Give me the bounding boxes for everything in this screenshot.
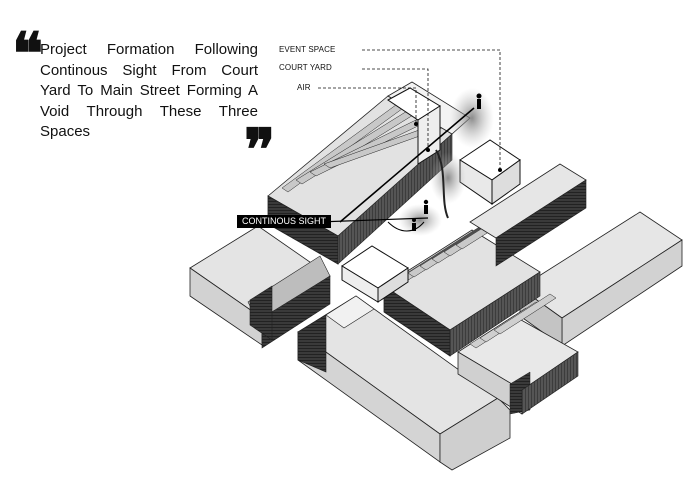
label-court-yard: COURT YARD: [279, 63, 332, 72]
row-houses-southeast: [457, 293, 579, 415]
label-event-space: EVENT SPACE: [279, 45, 336, 54]
building-block-west: [189, 225, 331, 349]
quote-close-icon: ❞: [244, 118, 276, 183]
building-block-south: [297, 295, 511, 471]
void-air-space: [398, 88, 494, 236]
event-space-volume: [387, 87, 521, 205]
person-figure-icon: [476, 93, 482, 109]
quote-open-icon: ❝: [12, 22, 44, 87]
caption-text: Project Formation Following Continous Si…: [40, 41, 258, 140]
building-block-east: [519, 211, 683, 347]
label-air: AIR: [297, 83, 311, 92]
leader-dot: [498, 168, 502, 172]
label-continous-sight: CONTINOUS SIGHT: [237, 215, 332, 228]
person-figure-icon: [423, 199, 429, 214]
row-houses-central: [383, 163, 587, 357]
row-houses-northwest: [267, 81, 471, 265]
courtyard-pavilion: [341, 245, 409, 303]
leader-lines: [318, 49, 501, 170]
leader-dot: [414, 122, 418, 126]
continuous-sight-line: [317, 107, 475, 232]
